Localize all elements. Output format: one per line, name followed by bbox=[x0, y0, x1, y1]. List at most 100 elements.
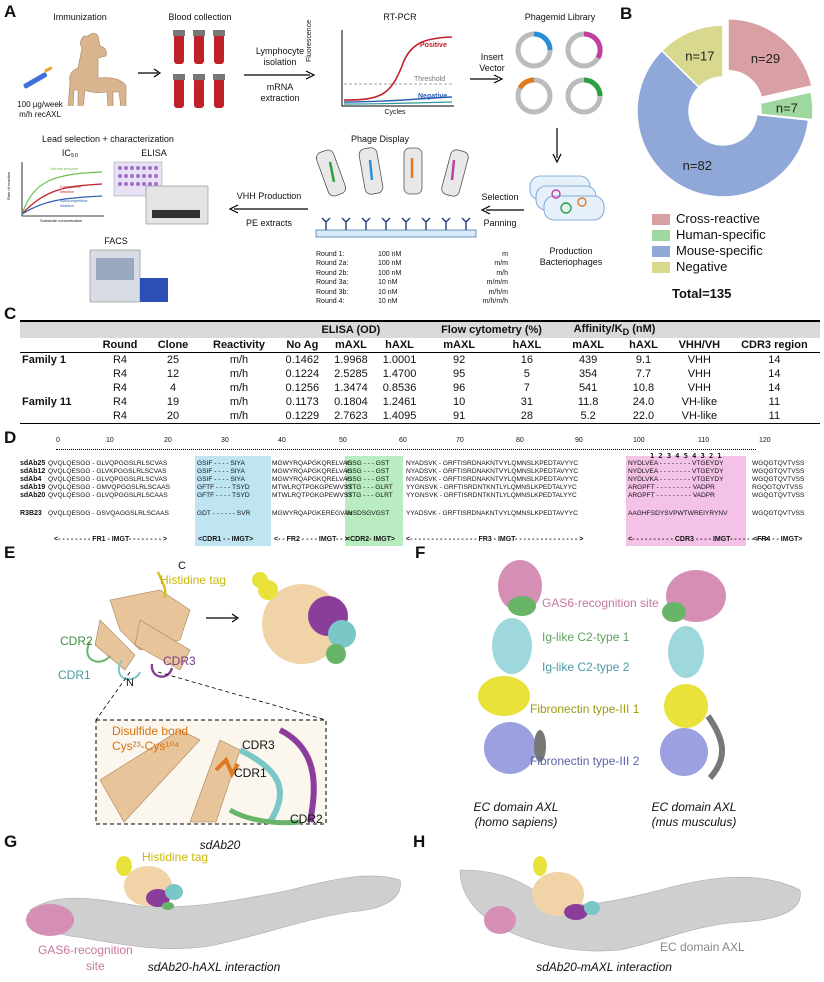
sequence-segment-fr1: QVQLQESGG - GSVQAGGSLRLSCAAS bbox=[48, 510, 169, 517]
table-cell: 91 bbox=[423, 409, 495, 425]
facs-instrument-icon bbox=[89, 249, 168, 303]
table-cell: 11 bbox=[768, 396, 781, 409]
table-header-row: Round Clone Reactivity No Ag mAXL hAXL m… bbox=[20, 338, 820, 354]
legend-swatch-mouse-specific bbox=[652, 246, 670, 257]
elisa-label: ELISA bbox=[141, 148, 167, 158]
table-cell: 354 bbox=[578, 368, 598, 381]
donut-slice-label: n=17 bbox=[685, 49, 714, 64]
sequence-segment-fr2: MTWLRQTPGKGPEWVST bbox=[272, 484, 353, 491]
mrna-label-1: mRNA bbox=[266, 82, 294, 92]
his-tag-label-e: Histidine tag bbox=[160, 573, 227, 587]
llama-illustration bbox=[23, 32, 127, 106]
sequence-segment-fr4: WGQGTQVTVSS bbox=[752, 460, 805, 467]
sequence-name: sdAb20 bbox=[20, 492, 46, 499]
col-header: hAXL bbox=[375, 338, 424, 354]
sequence-segment-fr1: QVQLQESGG - GLVKPGGSLRLSCVAS bbox=[48, 468, 167, 475]
table-cell: 5.2 bbox=[559, 409, 618, 425]
table-cell: 4 bbox=[169, 382, 177, 395]
positive-label: Positive bbox=[420, 42, 447, 49]
vhh-production-label: VHH Production bbox=[236, 191, 302, 201]
table-cell: 14 bbox=[768, 382, 781, 395]
panel-label-a: A bbox=[4, 2, 17, 21]
ruler-tick: 70 bbox=[456, 437, 464, 444]
noncompetitive-label: Noncompetitive inhibitor bbox=[60, 198, 88, 208]
region-label-fr1: <- - - - - - - - FR1 - IMGT- - - - - - -… bbox=[54, 536, 168, 543]
mouse-axl-caption-2: (mus musculus) bbox=[651, 815, 737, 829]
cdr1-callout-label: CDR1 bbox=[234, 766, 267, 780]
sequence-segment-cdr3: NYDLVEA - - - - - - - - VTGEYDY bbox=[628, 460, 724, 467]
region-label-cdr1: <CDR1 - - IMGT> bbox=[198, 536, 254, 543]
sequence-segment-cdr3: NYDLVEA - - - - - - - - VTGEYDY bbox=[628, 468, 724, 475]
region-label-cdr3: <- - - - - - - - - - CDR3 - - - - IMGT- … bbox=[628, 536, 769, 543]
round-name: Round 2a: bbox=[316, 260, 349, 268]
table-cell: 14 bbox=[768, 354, 781, 367]
sequence-segment-fr1: QVQLQESGG - GMVQPGGSLRLSCAAS bbox=[48, 484, 171, 491]
col-header: CDR3 region bbox=[728, 338, 820, 354]
sequence-segment-cdr2: ISSG - - - GST bbox=[346, 468, 390, 475]
dose-label-2: m/h recAXL bbox=[19, 110, 61, 119]
competitive-label: Competitive inhibitor bbox=[60, 184, 82, 194]
table-cell: 2.5285 bbox=[334, 368, 368, 381]
sequence-name: sdAb12 bbox=[20, 468, 46, 475]
col-header: hAXL bbox=[617, 338, 670, 354]
affinity-sub: D bbox=[622, 327, 630, 338]
table-cell: m/h bbox=[229, 382, 249, 395]
col-header: No Ag bbox=[278, 338, 327, 354]
table-cell: 2.7623 bbox=[326, 409, 376, 425]
ruler-tick: 40 bbox=[278, 437, 286, 444]
gas6-site-label-g-2: site bbox=[86, 959, 105, 973]
sequence-segment-fr4: WGQGTQVTVSS bbox=[752, 476, 805, 483]
ig-like-2-label: Ig-like C2-type 2 bbox=[542, 660, 630, 674]
family-cell bbox=[20, 367, 94, 381]
arrow-icon bbox=[138, 68, 162, 78]
rate-label: Rate of reaction bbox=[6, 171, 11, 200]
family-cell bbox=[20, 409, 94, 425]
table-cell: 92 bbox=[453, 354, 466, 367]
substrate-label: Substrate concentration bbox=[40, 218, 83, 223]
haxl-interaction-caption: sdAb20-hAXL interaction bbox=[147, 960, 281, 974]
sequence-segment-cdr1: GFTF - - - - TSYD bbox=[197, 492, 250, 499]
round-name: Round 4: bbox=[316, 298, 345, 306]
threshold-label: Threshold bbox=[414, 76, 446, 83]
phage-display-label: Phage Display bbox=[350, 134, 410, 144]
his-tag-label-g: Histidine tag bbox=[142, 850, 209, 864]
axl-ec-domain-structures bbox=[478, 560, 726, 781]
sequence-segment-cdr1: GDT - - - - - - SVR bbox=[197, 510, 251, 517]
phage-display-illustration bbox=[315, 147, 477, 238]
cycles-label: Cycles bbox=[384, 109, 406, 116]
dose-label-1: 100 µg/week bbox=[17, 100, 63, 109]
sequence-segment-fr3: NYADSVK - GRFTISRDNAKNTVYLQMNSLKPEDTAVYY… bbox=[406, 476, 579, 483]
phagemid-plasmids-icon bbox=[515, 31, 603, 115]
table-cell: 24.0 bbox=[632, 396, 655, 409]
round-name: Round 3b: bbox=[316, 288, 349, 296]
table-cell: 1.2461 bbox=[382, 396, 417, 409]
arrow-left-icon bbox=[480, 205, 524, 215]
sequence-segment-cdr2: ISSG - - - GST bbox=[346, 460, 390, 467]
table-cell: 5 bbox=[523, 368, 530, 381]
sequence-segment-fr4: WGQGTQVTVSS bbox=[752, 468, 805, 475]
ic50-plot bbox=[21, 162, 104, 217]
table-cell: 11 bbox=[728, 409, 820, 425]
table-cell: 1.0001 bbox=[382, 354, 417, 367]
round-name: Round 3a: bbox=[316, 279, 349, 287]
ruler-tick: 60 bbox=[399, 437, 407, 444]
legend-cross-reactive: Cross-reactive bbox=[676, 211, 760, 226]
family-cell bbox=[20, 381, 94, 395]
table-cell: VH-like bbox=[669, 409, 729, 425]
arrow-icon bbox=[470, 74, 504, 84]
sequence-segment-cdr3: ARGPFT - - - - - - - - - VADPR bbox=[628, 492, 715, 499]
blood-tubes-icon bbox=[173, 30, 225, 108]
round-species: m/h/m bbox=[488, 288, 508, 296]
round-conc: 100 nM bbox=[378, 260, 402, 268]
cdr3-highlight bbox=[626, 456, 746, 546]
human-axl-caption-1: EC domain AXL bbox=[473, 800, 559, 814]
sdab20-structure bbox=[86, 571, 356, 826]
table-cell: VHH bbox=[687, 382, 711, 395]
